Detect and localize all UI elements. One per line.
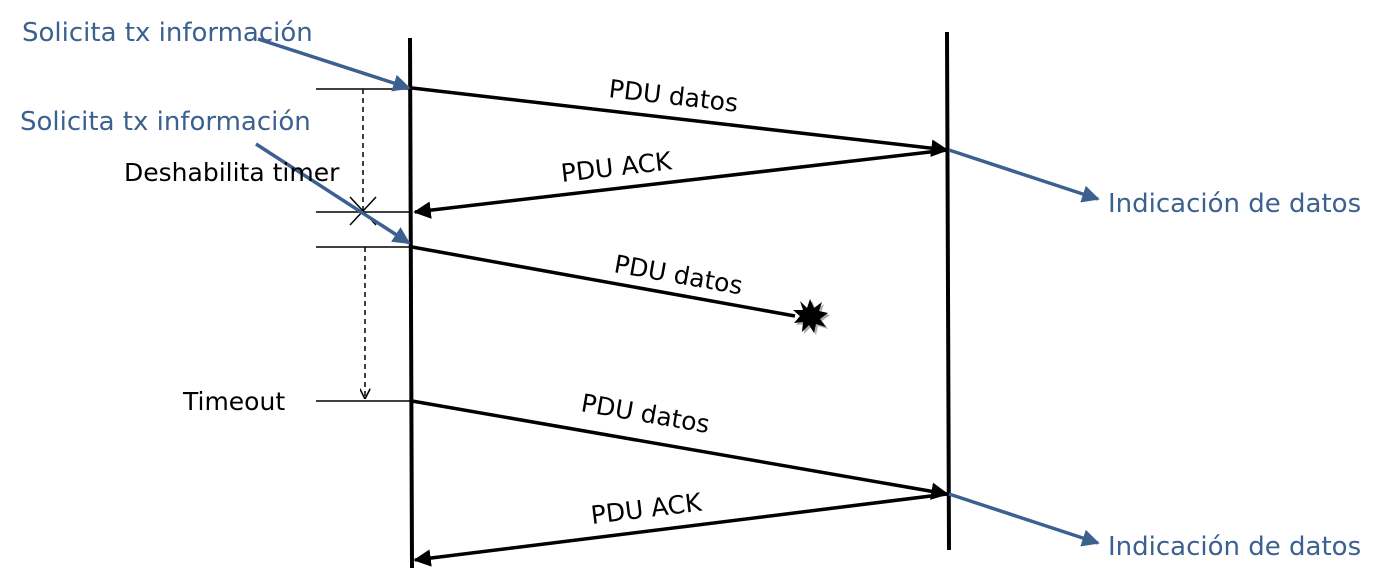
deshabilita-label: Deshabilita timer <box>124 158 340 187</box>
pdu-ack-label-1: PDU ACK <box>559 146 673 188</box>
indicacion-arrow-2 <box>948 492 1100 547</box>
pdu-ack-arrow-1 <box>413 148 948 219</box>
receiver-lifeline <box>945 31 951 551</box>
indicacion-label-2: Indicación de datos <box>1108 532 1361 562</box>
pdu-datos-arrow-2 <box>411 245 796 318</box>
solicita-arrow-1 <box>257 37 411 92</box>
solicita-arrow-2 <box>255 142 411 245</box>
solicita-label-1: Solicita tx información <box>22 18 313 48</box>
sender-lifeline <box>408 37 414 569</box>
pdu-datos-label-3: PDU datos <box>579 388 712 439</box>
timeout-label: Timeout <box>182 387 285 416</box>
solicita-label-2: Solicita tx información <box>20 107 311 137</box>
pdu-ack-label-2: PDU ACK <box>589 488 703 530</box>
pdu-datos-arrow-1 <box>411 86 949 157</box>
pdu-ack-arrow-2 <box>413 492 948 567</box>
indicacion-arrow-1 <box>948 148 1100 203</box>
indicacion-label-1: Indicación de datos <box>1108 189 1361 219</box>
pdu-datos-label-2: PDU datos <box>612 249 745 300</box>
pdu-datos-arrow-3 <box>411 399 949 500</box>
explosion-icon <box>793 299 830 335</box>
